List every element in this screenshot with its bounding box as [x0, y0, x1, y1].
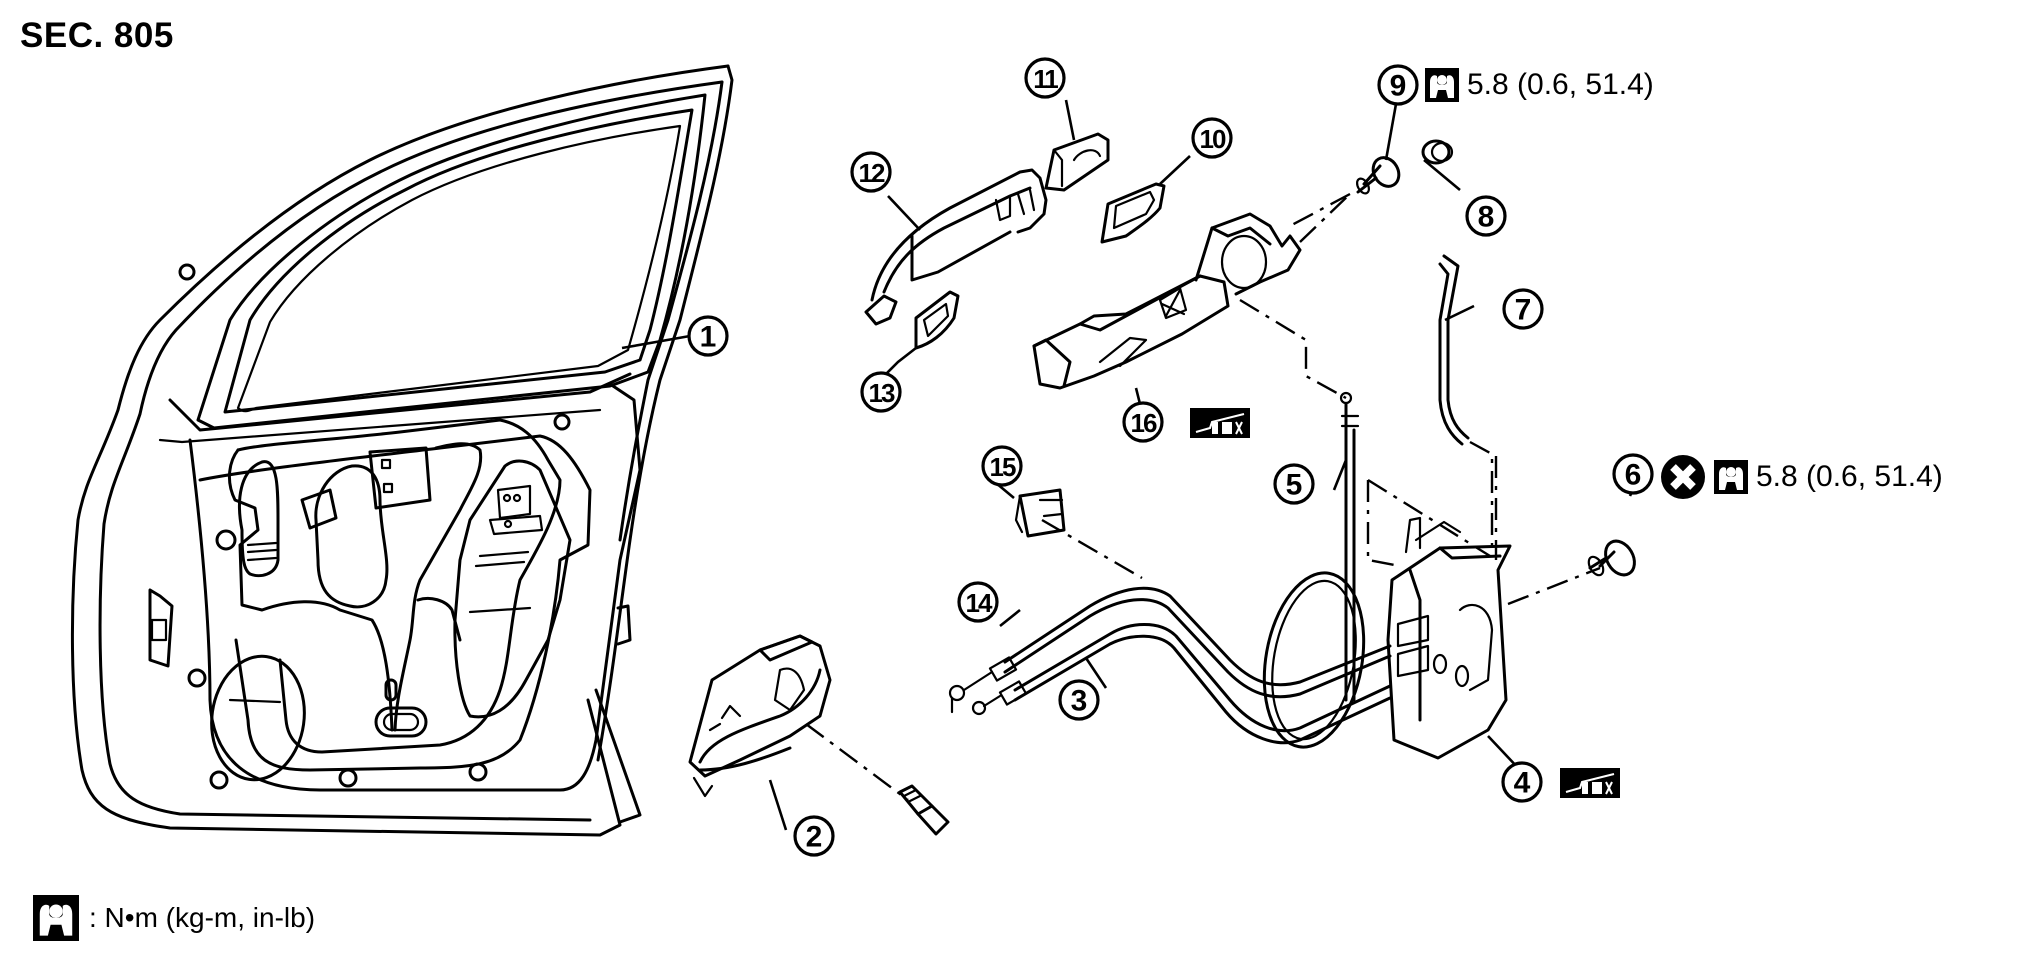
- torque-spec-part-9: 5.8 (0.6, 51.4): [1425, 68, 1654, 102]
- key-rod: [1262, 391, 1366, 749]
- torque-wrench-icon: [1425, 68, 1459, 102]
- svg-text:9: 9: [1390, 70, 1407, 103]
- svg-text:14: 14: [966, 588, 993, 618]
- callout-13: 13: [860, 371, 902, 413]
- svg-text:16: 16: [1131, 408, 1157, 438]
- torque-value: 5.8 (0.6, 51.4): [1756, 460, 1943, 493]
- callout-4: 4: [1501, 761, 1543, 803]
- callout-8: 8: [1465, 195, 1507, 237]
- svg-text:6: 6: [1625, 459, 1642, 492]
- callout-12: 12: [850, 151, 892, 193]
- outside-handle-bracket: [1032, 193, 1351, 400]
- callout-2: 2: [793, 815, 835, 857]
- door-lock-assembly: [1366, 456, 1512, 760]
- torque-spec-part-6: 5.8 (0.6, 51.4): [1660, 454, 1943, 500]
- torque-wrench-icon: [33, 895, 79, 941]
- cable-clip: [1014, 488, 1066, 538]
- callout-3: 3: [1058, 679, 1100, 721]
- grease-application-icon: [1190, 408, 1250, 438]
- grease-application-icon: [1560, 768, 1620, 798]
- svg-text:4: 4: [1514, 767, 1531, 800]
- callout-10: 10: [1191, 117, 1233, 159]
- callout-16: 16: [1122, 401, 1164, 443]
- inside-handle: [688, 634, 950, 836]
- torque-wrench-icon: [1714, 460, 1748, 494]
- grommet: [1421, 139, 1454, 165]
- svg-text:10: 10: [1200, 124, 1226, 154]
- svg-text:15: 15: [990, 452, 1016, 482]
- svg-text:11: 11: [1033, 64, 1058, 94]
- callout-6: 6: [1612, 453, 1654, 495]
- callout-9: 9: [1377, 64, 1419, 106]
- cables: [948, 518, 1392, 745]
- svg-text:3: 3: [1071, 685, 1088, 718]
- front-door-panel: [70, 64, 734, 837]
- legend-text: : N•m (kg-m, in-lb): [89, 902, 316, 933]
- section-title: SEC. 805: [20, 16, 174, 55]
- do-not-reuse-icon: [1660, 454, 1706, 500]
- callout-15: 15: [981, 445, 1023, 487]
- svg-text:2: 2: [806, 821, 823, 854]
- callout-14: 14: [957, 581, 999, 623]
- torque-value: 5.8 (0.6, 51.4): [1467, 68, 1654, 101]
- svg-text:7: 7: [1515, 294, 1532, 327]
- svg-text:1: 1: [700, 321, 717, 354]
- svg-text:8: 8: [1478, 201, 1495, 234]
- callout-5: 5: [1273, 463, 1315, 505]
- rear-gasket: [1100, 182, 1166, 244]
- svg-text:5: 5: [1286, 469, 1303, 502]
- front-gasket: [914, 290, 960, 350]
- callout-1: 1: [687, 315, 729, 357]
- svg-text:12: 12: [859, 158, 885, 188]
- lock-screw: [1507, 539, 1636, 606]
- outside-handle: [864, 168, 1048, 326]
- svg-text:13: 13: [869, 378, 895, 408]
- callout-11: 11: [1024, 57, 1066, 99]
- escutcheon: [1044, 132, 1110, 192]
- units-legend: : N•m (kg-m, in-lb): [33, 895, 315, 941]
- bracket-bolt: [1289, 156, 1401, 228]
- outside-handle-rod: [1438, 254, 1494, 556]
- callout-7: 7: [1502, 288, 1544, 330]
